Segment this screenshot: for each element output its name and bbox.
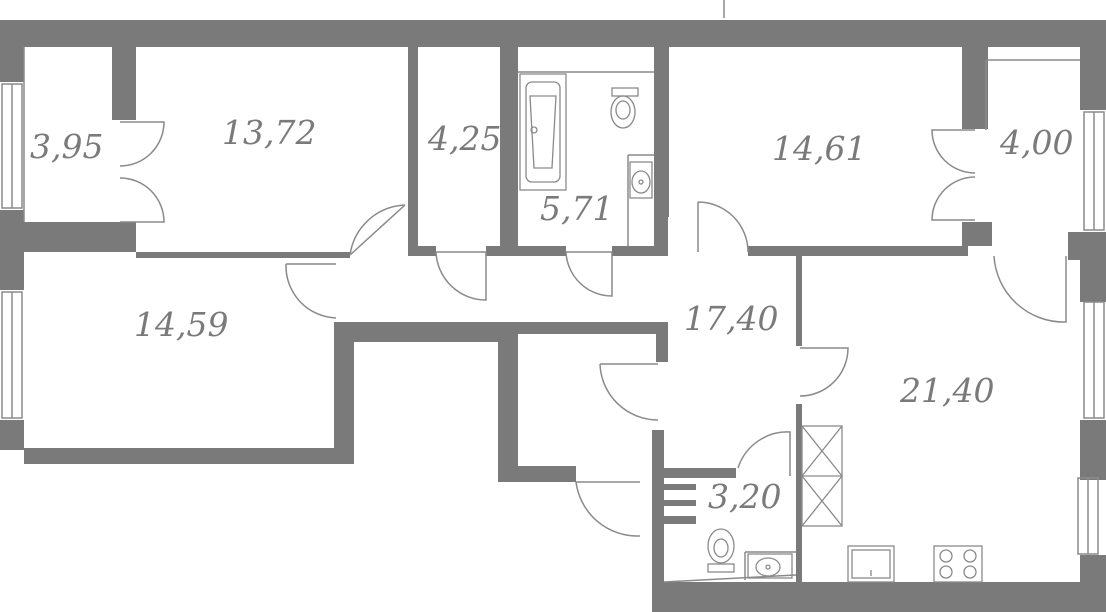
room-area-label: 4,00	[999, 123, 1073, 162]
door-balcony-a	[931, 129, 976, 174]
door-bedroom-left-a	[119, 121, 165, 167]
door-balcony-b	[931, 176, 976, 221]
wc-toilet-icon	[707, 528, 735, 573]
door-balcony-2	[993, 255, 1067, 323]
stove-icon	[933, 545, 983, 583]
windows	[1, 83, 1105, 555]
kitchen-cabinet-icon	[801, 425, 843, 527]
door-bedroom-left-b	[119, 177, 165, 223]
room-area-label: 13,72	[222, 113, 316, 152]
room-area-label: 14,61	[772, 129, 866, 168]
room-area-label: 14,59	[134, 305, 228, 344]
door-closet	[435, 251, 487, 301]
door-bedroom-1	[349, 204, 406, 256]
door-wc	[737, 431, 791, 476]
door-kitchen	[799, 347, 849, 397]
room-area-label: 4,25	[427, 119, 501, 158]
room-labels: 3,95 13,72 4,25 5,71 14,61 4,00 14,59 17…	[30, 113, 1073, 516]
room-area-label: 17,40	[684, 299, 778, 338]
fixtures	[519, 73, 983, 583]
room-area-label: 21,40	[899, 371, 994, 410]
wc-sink-icon	[747, 553, 793, 579]
sink-icon	[629, 161, 653, 199]
door-bathroom	[565, 251, 613, 297]
door-storage	[599, 363, 659, 421]
door-bedroom-2	[285, 263, 337, 319]
door-entrance	[575, 481, 641, 537]
kitchen-sink-icon	[847, 545, 895, 583]
thin-lines	[23, 0, 1080, 583]
bathtub-icon	[519, 73, 567, 191]
toilet-icon	[610, 87, 639, 129]
door-bedroom-3	[697, 201, 749, 253]
room-area-label: 5,71	[540, 189, 613, 228]
doors	[119, 121, 1067, 537]
room-area-label: 3,20	[708, 477, 781, 516]
room-area-label: 3,95	[30, 127, 103, 166]
walls	[0, 20, 1106, 612]
